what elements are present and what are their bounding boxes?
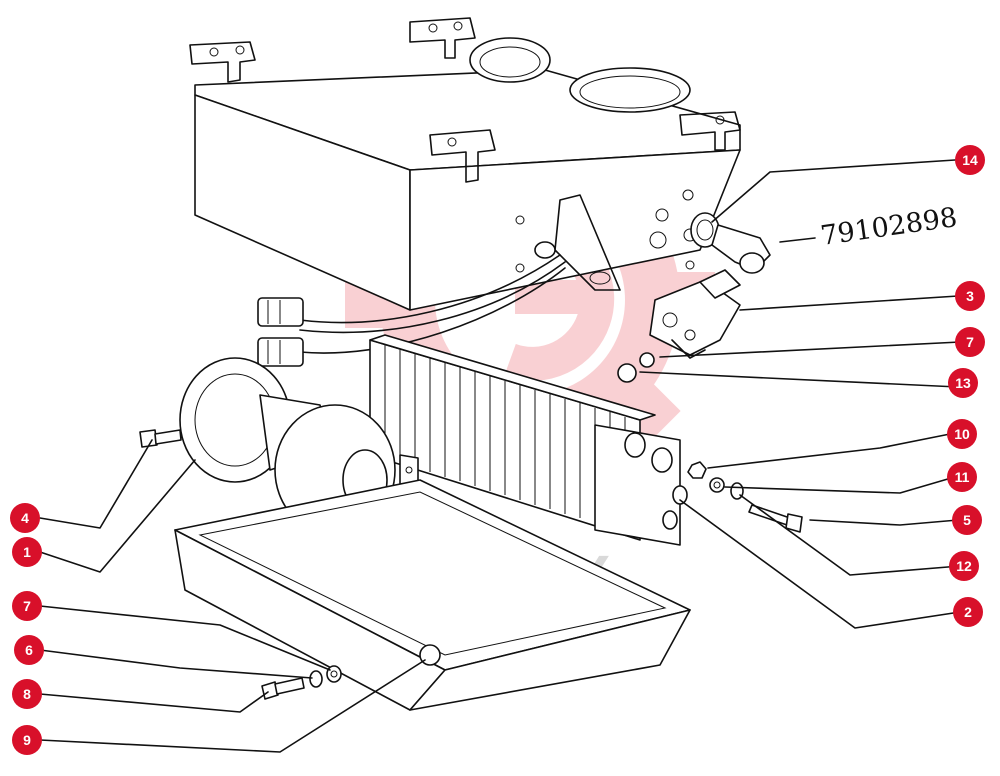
- callout-7-right[interactable]: 7: [955, 327, 985, 357]
- callout-12[interactable]: 12: [949, 551, 979, 581]
- callout-label-2: 2: [964, 604, 972, 620]
- heater-housing: [189, 17, 741, 311]
- callout-11[interactable]: 11: [947, 462, 977, 492]
- nut-10: [687, 461, 707, 479]
- callout-9[interactable]: 9: [12, 725, 42, 755]
- callout-label-13: 13: [955, 375, 971, 391]
- leader-lines: [39, 159, 961, 753]
- bolt-5: [748, 504, 803, 533]
- callout-label-7-left: 7: [23, 598, 31, 614]
- callout-label-7-right: 7: [966, 334, 974, 350]
- bottom-tray: [174, 479, 691, 711]
- washer-6: [309, 670, 323, 688]
- callout-4[interactable]: 4: [10, 503, 40, 533]
- callout-label-11: 11: [955, 469, 970, 485]
- callout-14[interactable]: 14: [955, 145, 985, 175]
- water-valve: [617, 269, 741, 383]
- callout-label-12: 12: [956, 558, 972, 574]
- callout-13[interactable]: 13: [948, 368, 978, 398]
- callout-5[interactable]: 5: [952, 505, 982, 535]
- callout-1[interactable]: 1: [12, 537, 42, 567]
- callout-label-14: 14: [962, 152, 978, 168]
- callout-7-left[interactable]: 7: [12, 591, 42, 621]
- callout-6[interactable]: 6: [14, 635, 44, 665]
- callout-3[interactable]: 3: [955, 281, 985, 311]
- callout-label-8: 8: [23, 686, 31, 702]
- callout-2[interactable]: 2: [953, 597, 983, 627]
- bolt-4: [139, 429, 182, 448]
- callout-label-1: 1: [23, 544, 31, 560]
- heater-core: [369, 334, 688, 546]
- callout-label-10: 10: [954, 426, 970, 442]
- callout-label-4: 4: [21, 510, 29, 526]
- wiring-harness: [257, 241, 566, 367]
- heater-hose: [690, 212, 771, 274]
- callout-8[interactable]: 8: [12, 679, 42, 709]
- callout-label-9: 9: [23, 732, 31, 748]
- callout-label-3: 3: [966, 288, 974, 304]
- washer-7-lower: [326, 665, 342, 683]
- part-number: 79102898: [819, 202, 959, 252]
- callout-label-6: 6: [25, 642, 33, 658]
- part-number-annotation: 79102898: [779, 202, 959, 252]
- bolt-8: [261, 677, 305, 700]
- callout-label-5: 5: [963, 512, 971, 528]
- washer-11: [709, 477, 725, 493]
- callout-10[interactable]: 10: [947, 419, 977, 449]
